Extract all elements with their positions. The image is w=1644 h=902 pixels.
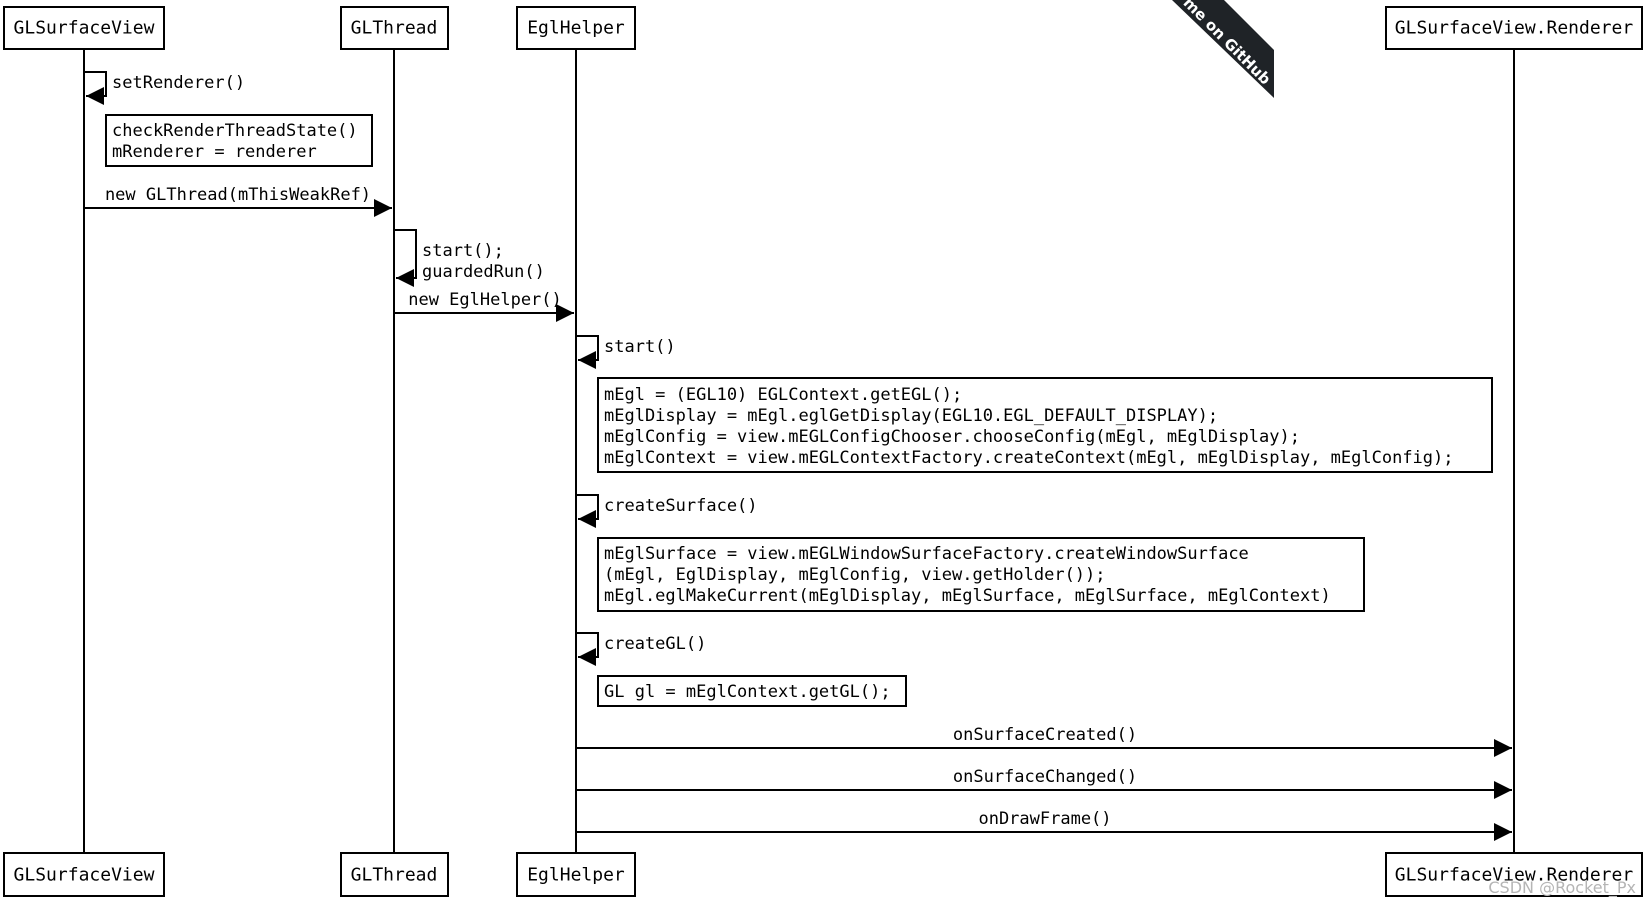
note-egl-init: mEgl = (EGL10) EGLContext.getEGL(); mEgl… <box>597 377 1493 473</box>
note-create-gl: GL gl = mEglContext.getGL(); <box>597 675 907 707</box>
message-arrow-create-surface <box>576 494 599 528</box>
svg-text:checkRenderThreadState(): checkRenderThreadState() <box>112 121 358 141</box>
message-arrow-egl-start <box>576 335 599 369</box>
svg-text:EglHelper: EglHelper <box>527 865 625 886</box>
message-label-create-gl: createGL() <box>604 634 706 654</box>
message-label-egl-start: start() <box>604 337 676 357</box>
svg-text:mEgl = (EGL10) EGLContext.getE: mEgl = (EGL10) EGLContext.getEGL(); <box>604 385 962 405</box>
message-arrow-start-guarded-run <box>394 229 417 287</box>
message-label-new-glthread: new GLThread(mThisWeakRef) <box>105 185 371 205</box>
participant-bottom-eglhelper: EglHelper <box>516 852 636 897</box>
message-arrow-create-gl <box>576 632 599 666</box>
svg-text:(mEgl, EglDisplay, mEglConfig,: (mEgl, EglDisplay, mEglConfig, view.getH… <box>604 565 1106 585</box>
message-label-on-surface-changed: onSurfaceChanged() <box>953 767 1137 787</box>
svg-text:mEglConfig = view.mEGLConfigCh: mEglConfig = view.mEGLConfigChooser.choo… <box>604 427 1300 447</box>
svg-text:mEglContext = view.mEGLContext: mEglContext = view.mEGLContextFactory.cr… <box>604 448 1454 468</box>
participant-top-glsurfaceview: GLSurfaceView <box>3 6 165 50</box>
participant-bottom-glthread: GLThread <box>340 852 449 897</box>
participant-bottom-glsurfaceview: GLSurfaceView <box>3 852 165 897</box>
svg-text:mEglDisplay = mEgl.eglGetDispl: mEglDisplay = mEgl.eglGetDisplay(EGL10.E… <box>604 406 1218 426</box>
note-create-surface: mEglSurface = view.mEGLWindowSurfaceFact… <box>597 537 1365 612</box>
message-label-start: start(); <box>422 241 504 261</box>
message-arrow-set-renderer <box>84 71 107 105</box>
participant-bottom-renderer: GLSurfaceView.Renderer <box>1385 852 1643 897</box>
participant-top-renderer: GLSurfaceView.Renderer <box>1385 6 1643 50</box>
svg-text:GL gl = mEglContext.getGL();: GL gl = mEglContext.getGL(); <box>604 682 891 702</box>
svg-text:EglHelper: EglHelper <box>527 18 625 39</box>
participant-top-eglhelper: EglHelper <box>516 6 636 50</box>
svg-text:GLSurfaceView.Renderer: GLSurfaceView.Renderer <box>1395 18 1634 39</box>
message-label-on-draw-frame: onDrawFrame() <box>978 809 1111 829</box>
message-label-guarded-run: guardedRun() <box>422 262 545 282</box>
message-label-on-surface-created: onSurfaceCreated() <box>953 725 1137 745</box>
message-label-new-eglhelper: new EglHelper() <box>408 290 562 310</box>
github-ribbon[interactable]: Fork me on GitHub <box>1150 0 1275 98</box>
svg-text:GLSurfaceView: GLSurfaceView <box>14 865 155 886</box>
participant-top-glthread: GLThread <box>340 6 449 50</box>
svg-text:mEglSurface = view.mEGLWindowS: mEglSurface = view.mEGLWindowSurfaceFact… <box>604 544 1249 564</box>
svg-text:GLThread: GLThread <box>351 865 438 886</box>
svg-text:GLSurfaceView: GLSurfaceView <box>14 18 155 39</box>
svg-text:GLSurfaceView.Renderer: GLSurfaceView.Renderer <box>1395 865 1634 886</box>
svg-text:mEgl.eglMakeCurrent(mEglDispla: mEgl.eglMakeCurrent(mEglDisplay, mEglSur… <box>604 586 1331 606</box>
note-render-thread-state: checkRenderThreadState() mRenderer = ren… <box>105 114 373 167</box>
message-label-create-surface: createSurface() <box>604 496 758 516</box>
svg-text:GLThread: GLThread <box>351 18 438 39</box>
message-label-set-renderer: setRenderer() <box>112 73 245 93</box>
svg-text:mRenderer = renderer: mRenderer = renderer <box>112 142 317 162</box>
watermark: CSDN @Rocket_Px <box>1488 878 1636 898</box>
